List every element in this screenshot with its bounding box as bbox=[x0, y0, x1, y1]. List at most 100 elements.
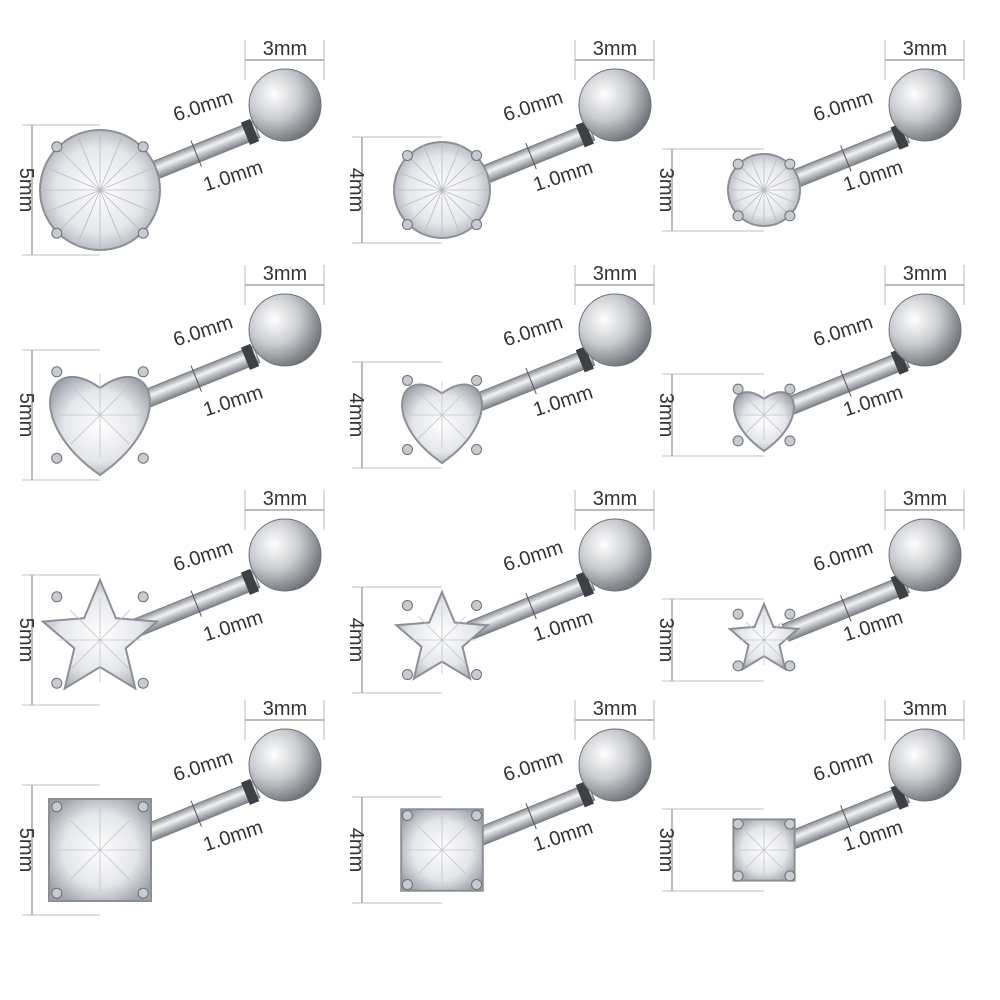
ball-end bbox=[578, 68, 652, 142]
gem bbox=[400, 808, 484, 892]
gem-facet bbox=[57, 147, 101, 191]
height-label: 5mm bbox=[15, 393, 37, 437]
prong bbox=[471, 374, 483, 386]
ball-diameter-label: 3mm bbox=[903, 263, 947, 285]
ball-diameter-label: 3mm bbox=[903, 698, 947, 720]
prong bbox=[732, 870, 744, 882]
post-length-label: 6.0mm bbox=[171, 311, 236, 351]
gem-facet bbox=[441, 189, 487, 209]
gem-facet bbox=[441, 390, 467, 416]
prong bbox=[51, 591, 63, 603]
gem-facet bbox=[763, 831, 783, 851]
gem-facet bbox=[70, 639, 101, 670]
gem-facet bbox=[417, 615, 443, 641]
height-label: 5mm bbox=[15, 828, 37, 872]
prong bbox=[732, 435, 744, 447]
gem-facet bbox=[99, 849, 130, 880]
post-bar-thread bbox=[575, 781, 594, 808]
post-bar-thread bbox=[240, 118, 260, 145]
gem-facet bbox=[417, 849, 443, 875]
post-length-label: 6.0mm bbox=[811, 536, 876, 576]
gem-facet bbox=[763, 164, 790, 191]
prong bbox=[51, 366, 63, 378]
prong bbox=[137, 801, 149, 813]
gem-facet bbox=[763, 189, 798, 205]
gem bbox=[393, 589, 491, 681]
ball-end bbox=[578, 518, 652, 592]
ball-diameter-label: 3mm bbox=[263, 263, 307, 285]
prong bbox=[401, 669, 413, 681]
prong bbox=[784, 608, 796, 620]
gem-facet bbox=[441, 189, 477, 225]
gauge-dimension-line bbox=[190, 140, 202, 167]
ball-diameter-label: 3mm bbox=[593, 698, 637, 720]
ball-diameter-label: 3mm bbox=[593, 38, 637, 60]
ball-end bbox=[888, 68, 962, 142]
gem bbox=[732, 818, 796, 882]
height-label: 3mm bbox=[655, 393, 677, 437]
gem-facet bbox=[730, 175, 765, 191]
prong bbox=[51, 227, 63, 239]
gem-facet bbox=[397, 189, 443, 209]
gem-facet bbox=[749, 189, 765, 224]
prong bbox=[784, 435, 796, 447]
gem-facet bbox=[417, 825, 443, 851]
gem-facet bbox=[441, 171, 487, 191]
prong bbox=[471, 444, 483, 456]
gauge-dimension-line bbox=[525, 592, 537, 620]
gem-facet bbox=[99, 147, 143, 191]
gauge-dimension-line bbox=[525, 367, 537, 395]
prong bbox=[137, 227, 149, 239]
ball-diameter-label: 3mm bbox=[903, 488, 947, 510]
prong bbox=[732, 383, 744, 395]
ball-end bbox=[248, 728, 322, 802]
post-length-label: 6.0mm bbox=[811, 746, 876, 786]
post-length-label: 6.0mm bbox=[171, 86, 236, 126]
height-label: 4mm bbox=[345, 828, 367, 872]
gem-facet bbox=[99, 189, 156, 214]
gem-facet bbox=[99, 385, 130, 416]
post-bar-thread bbox=[575, 346, 594, 373]
post-bar-thread bbox=[575, 121, 594, 148]
ball-diameter-label: 3mm bbox=[593, 488, 637, 510]
gauge-dimension-line bbox=[190, 800, 202, 827]
gem-facet bbox=[99, 189, 143, 233]
gem-facet bbox=[407, 155, 443, 191]
gem-facet bbox=[745, 849, 765, 869]
height-label: 4mm bbox=[345, 168, 367, 212]
post-length-label: 6.0mm bbox=[501, 536, 566, 576]
gem-facet bbox=[57, 189, 101, 233]
prong bbox=[471, 669, 483, 681]
gauge-dimension-line bbox=[840, 145, 852, 172]
gauge-dimension-line bbox=[525, 802, 537, 830]
ball-end bbox=[888, 728, 962, 802]
gauge-dimension-line bbox=[840, 805, 852, 832]
gem-facet bbox=[397, 171, 443, 191]
prong bbox=[732, 660, 744, 672]
post-bar-thread bbox=[575, 571, 594, 598]
gem-facet bbox=[738, 164, 765, 191]
height-label: 5mm bbox=[15, 618, 37, 662]
gauge-dimension-line bbox=[190, 590, 202, 617]
prong bbox=[401, 219, 413, 231]
gem-facet bbox=[763, 156, 779, 191]
gem-facet bbox=[417, 390, 443, 416]
gem-facet bbox=[745, 639, 765, 659]
gem-facet bbox=[99, 820, 130, 851]
prong bbox=[137, 141, 149, 153]
post-bar-thread bbox=[240, 343, 260, 370]
ball-end bbox=[248, 68, 322, 142]
post-length-label: 6.0mm bbox=[171, 536, 236, 576]
prong bbox=[137, 591, 149, 603]
post-gauge-label: 1.0mm bbox=[201, 381, 266, 421]
gem-facet bbox=[70, 849, 101, 880]
